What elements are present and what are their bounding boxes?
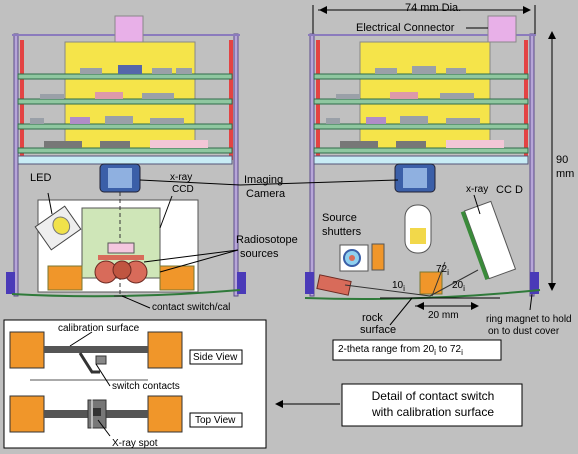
top-view-label: Top View: [195, 415, 236, 426]
calibration-surface-label: calibration surface: [58, 323, 140, 334]
switch-contacts-label: switch contacts: [112, 381, 180, 392]
radioisotope-label-2: sources: [240, 248, 279, 260]
detail-description-box: [341, 383, 523, 427]
imaging-camera-label-1: Imaging: [244, 174, 284, 186]
xray-spot-label: X-ray spot: [112, 438, 158, 449]
xray-ccd-left-label-2: CCD: [172, 184, 194, 195]
dimension-side-value: 90: [556, 154, 569, 166]
ccd-right-label: CC D: [496, 184, 523, 196]
contact-switch-cal-label: contact switch/cal: [152, 302, 231, 313]
xray-right-label: x-ray: [466, 184, 489, 195]
angle-72-label: 72i: [436, 264, 449, 277]
dim-20mm-label: 20 mm: [428, 310, 459, 321]
top-view-drawing: [9, 395, 183, 433]
source-shutters-label-2: shutters: [322, 226, 362, 238]
two-theta-box: [332, 339, 502, 361]
callout-lines: [47, 27, 533, 326]
dimension-top-label: 74 mm Dia.: [405, 2, 462, 14]
detail-callouts: [69, 331, 111, 437]
right-instrument: [304, 5, 556, 310]
led-label: LED: [30, 172, 52, 184]
electrical-connector-label: Electrical Connector: [356, 22, 455, 34]
angle-20-label: 20i: [452, 280, 465, 293]
two-theta-label: 2-theta range from 20i to 72i: [338, 344, 463, 357]
rock-surface-label-2: surface: [360, 324, 397, 336]
left-instrument: [6, 15, 246, 298]
rock-surface-label-1: rock: [362, 312, 383, 324]
side-view-label: Side View: [193, 352, 238, 363]
radioisotope-label-1: Radiosotope: [236, 234, 298, 246]
detail-description-line1: Detail of contact switch: [371, 389, 495, 403]
ring-magnet-label-2: on to dust cover: [488, 326, 560, 337]
angle-10-label: 10i: [392, 280, 405, 293]
side-view-drawing: [9, 331, 183, 381]
source-shutters-label-1: Source: [322, 212, 357, 224]
imaging-camera-label-2: Camera: [246, 188, 286, 200]
dimension-side-unit: mm: [556, 168, 575, 180]
ring-magnet-label-1: ring magnet to hold: [486, 314, 572, 325]
detail-description-line2: with calibration surface: [371, 405, 495, 419]
xray-ccd-left-label-1: x-ray: [170, 172, 193, 183]
